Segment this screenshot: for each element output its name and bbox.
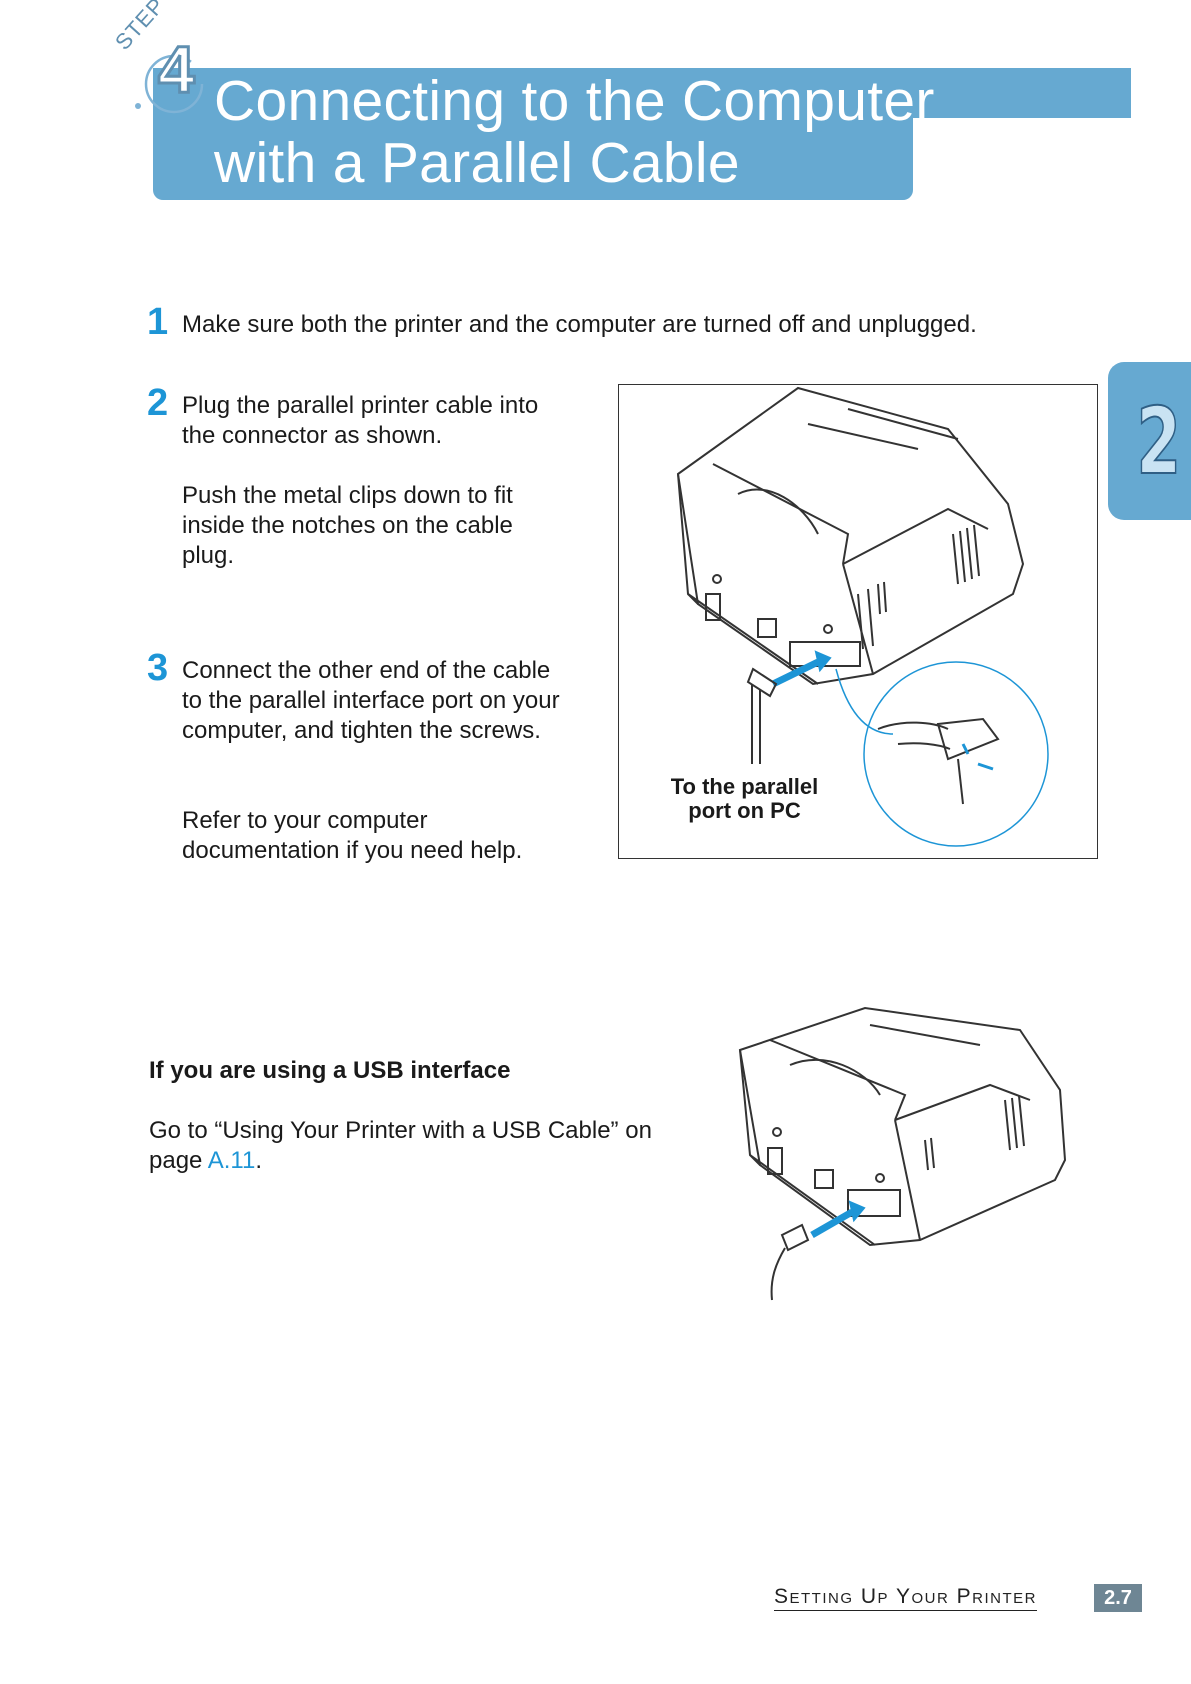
step-2-text: Plug the parallel printer cable into the… (182, 392, 539, 449)
step-badge-icon (135, 54, 204, 114)
usb-page-link[interactable]: A.11 (207, 1147, 256, 1174)
page-title: Connecting to the Computer with a Parall… (214, 70, 935, 194)
step-1-text: Make sure both the printer and the compu… (182, 311, 977, 338)
usb-instructions: Go to “Using Your Printer with a USB Cab… (149, 1116, 679, 1176)
step-2-note: Push the metal clips down to fit inside … (182, 482, 513, 569)
step-2-number: 2 (147, 382, 169, 424)
page-number: 2.7 (1094, 1584, 1142, 1612)
page-title-line1: Connecting to the Computer (214, 69, 935, 133)
step-1-number: 1 (147, 301, 169, 343)
usb-heading: If you are using a USB interface (149, 1057, 511, 1084)
footer-section-title: Setting Up Your Printer (774, 1585, 1037, 1611)
printer-usb-illustration (738, 1006, 1067, 1301)
figure-callout: To the parallel port on PC (670, 774, 819, 823)
usb-text: Go to “Using Your Printer with a USB Cab… (149, 1117, 652, 1174)
page-title-line2: with a Parallel Cable (214, 131, 740, 195)
step-3-text: Connect the other end of the cable to th… (182, 657, 560, 744)
chapter-tab (1108, 362, 1191, 520)
header-banner (153, 68, 913, 200)
step-3-note: Refer to your computer documentation if … (182, 807, 523, 864)
step-3-number: 3 (147, 647, 169, 689)
usb-text-end: . (255, 1147, 262, 1174)
chapter-number: 2 (1136, 388, 1182, 495)
step-number: 4 (157, 32, 197, 106)
printer-parallel-illustration (676, 386, 1049, 847)
